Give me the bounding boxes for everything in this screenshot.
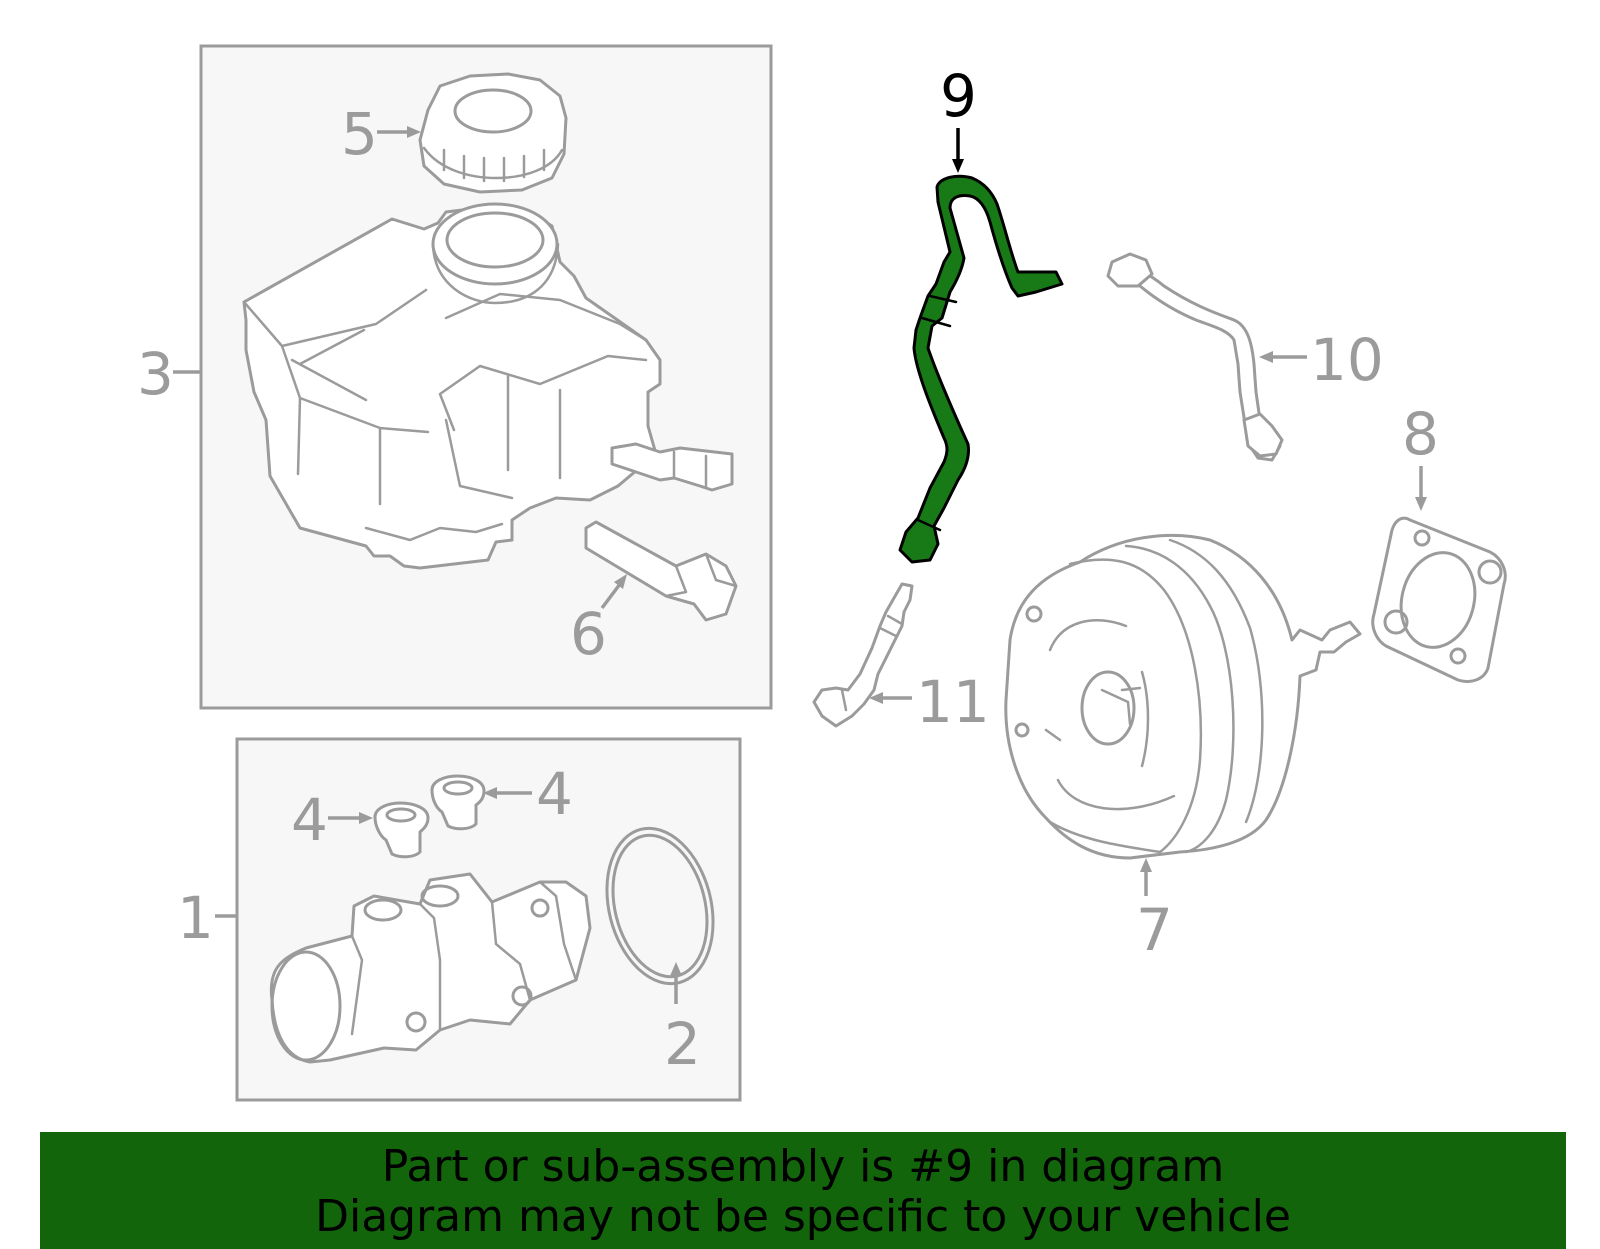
brake-fluid-reservoir[interactable]: [242, 202, 734, 570]
vacuum-check-valve[interactable]: [812, 582, 914, 728]
callout-9: 9: [940, 62, 977, 130]
callout-10: 10: [1310, 326, 1384, 394]
callout-4-right: 4: [536, 760, 573, 828]
callout-3: 3: [137, 340, 174, 408]
callout-7: 7: [1136, 896, 1173, 964]
brake-master-cylinder[interactable]: [269, 872, 592, 1064]
info-banner: Part or sub-assembly is #9 in diagram Di…: [40, 1132, 1566, 1249]
brake-vacuum-hose-highlighted[interactable]: [898, 174, 1064, 564]
reservoir-cap[interactable]: [418, 72, 568, 194]
callout-6: 6: [570, 600, 607, 668]
fluid-level-sensor[interactable]: [584, 520, 738, 622]
reservoir-grommet-right[interactable]: [430, 774, 486, 831]
brake-booster[interactable]: [1004, 533, 1362, 860]
callout-1: 1: [177, 884, 214, 952]
callout-8: 8: [1402, 400, 1439, 468]
banner-line-2: Diagram may not be specific to your vehi…: [315, 1191, 1291, 1242]
booster-gasket[interactable]: [1371, 516, 1507, 683]
callout-2: 2: [664, 1010, 701, 1078]
banner-line-1: Part or sub-assembly is #9 in diagram: [381, 1141, 1225, 1192]
callout-4-left: 4: [291, 786, 328, 854]
callout-5: 5: [341, 100, 378, 168]
callout-11: 11: [916, 668, 990, 736]
brake-line[interactable]: [1106, 252, 1284, 462]
reservoir-grommet-left[interactable]: [373, 801, 430, 859]
leader-lines: [173, 126, 1427, 1004]
